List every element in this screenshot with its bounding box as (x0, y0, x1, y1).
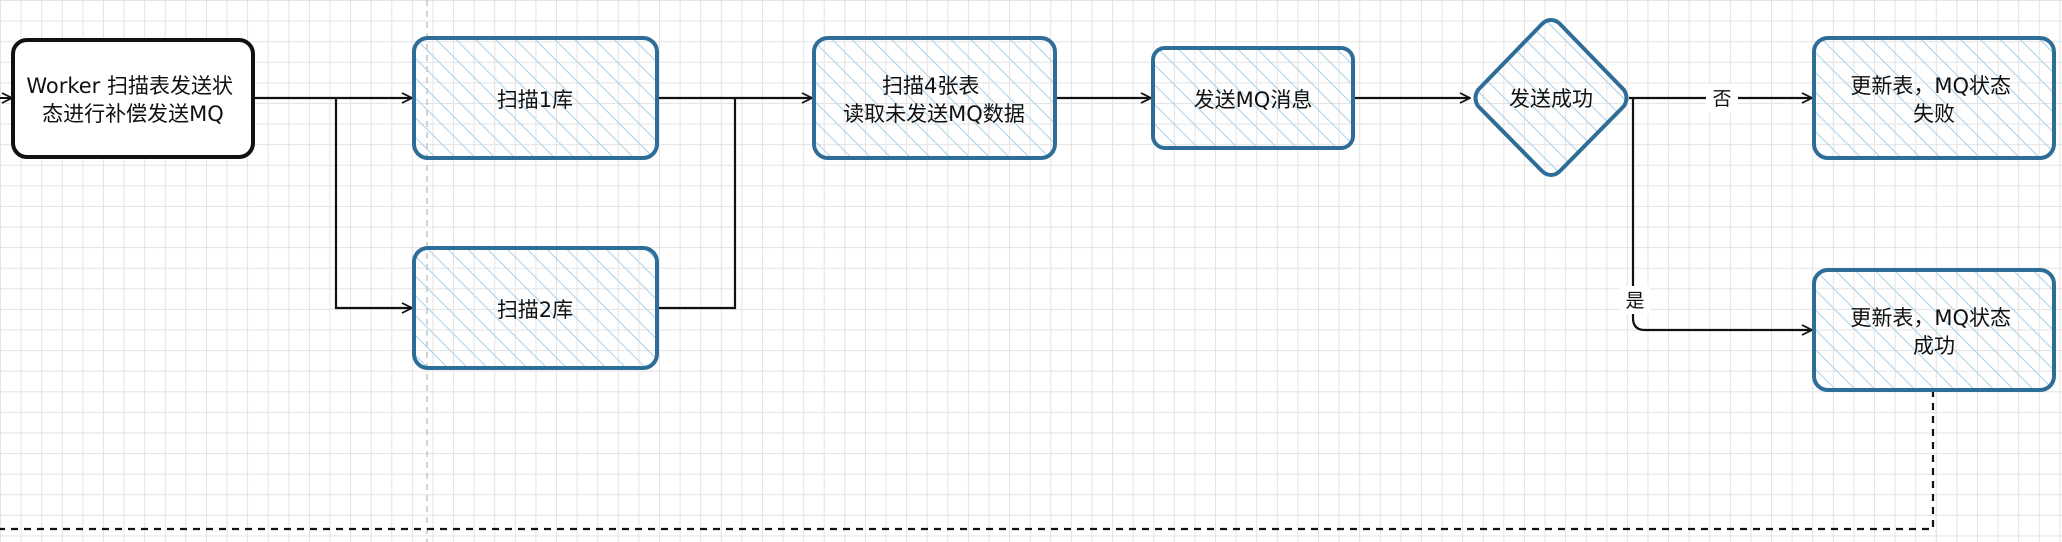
edge-start-to-scan-db2 (334, 98, 412, 308)
node-scan-db2: 扫描2库 (412, 246, 659, 370)
node-scan-tables: 扫描4张表 读取未发送MQ数据 (812, 36, 1057, 160)
svg-text:扫描1库: 扫描1库 (497, 88, 573, 112)
node-update-success: 更新表，MQ状态 成功 (1812, 268, 2056, 392)
svg-text:发送MQ消息: 发送MQ消息 (1194, 88, 1313, 112)
svg-text:扫描4张表 读取未发送MQ数据: 扫描4张表 读取未发送MQ数据 (843, 74, 1025, 126)
svg-text:扫描2库: 扫描2库 (497, 298, 573, 322)
node-send-mq: 发送MQ消息 (1151, 46, 1355, 150)
node-start: Worker 扫描表发送状 态进行补偿发送MQ (11, 38, 255, 159)
node-scan-db1: 扫描1库 (412, 36, 659, 160)
edge-scan-db2-to-merge (657, 98, 737, 310)
svg-text:更新表，MQ状态 失败: 更新表，MQ状态 失败 (1850, 74, 2017, 126)
edge-decision-to-update-success (1631, 98, 1812, 330)
edge-label-no: 否 (1712, 88, 1731, 110)
node-update-fail: 更新表，MQ状态 失败 (1812, 36, 2056, 160)
edge-label-yes: 是 (1625, 290, 1644, 312)
edge-update-success-loop-back (0, 390, 1935, 531)
svg-text:Worker 扫描表发送状 态进行补偿发送MQ: Worker 扫描表发送状 态进行补偿发送MQ (26, 74, 239, 126)
node-decision: 发送成功 (1473, 17, 1629, 178)
svg-text:发送成功: 发送成功 (1509, 87, 1593, 111)
svg-text:更新表，MQ状态 成功: 更新表，MQ状态 成功 (1850, 306, 2017, 358)
